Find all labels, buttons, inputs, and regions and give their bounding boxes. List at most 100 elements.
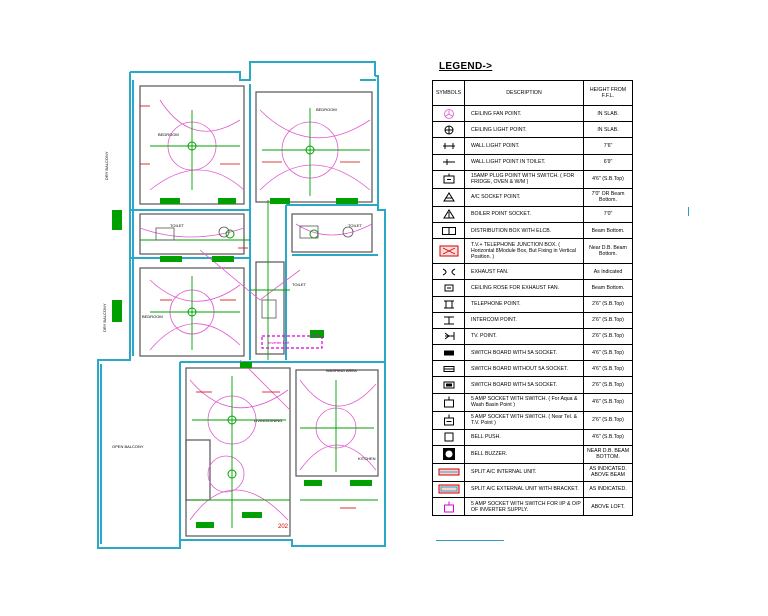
room-label-dry-balcony1: DRY BALCONY (104, 151, 109, 180)
legend-description: 5 AMP SOCKET WITH SWITCH FOR I/P & O/P O… (464, 497, 584, 516)
legend-description: WALL LIGHT POINT IN TOILET. (464, 153, 584, 171)
legend-description: SWITCH BOARD WITH 5A SOCKET. (464, 376, 584, 394)
legend-height: Beam Bottom. (583, 221, 633, 240)
socket-5a-aqua-icon (432, 392, 465, 412)
legend-height: ABOVE LOFT. (583, 497, 633, 516)
legend-row: SWITCH BOARD WITHOUT 5A SOCKET.4'6" (S.B… (432, 360, 633, 378)
floor-plan: BEDROOM BEDROOM BEDROOM TOILET TOILET TO… (97, 61, 386, 549)
wall-light-icon (432, 137, 465, 155)
legend-title: LEGEND-> (439, 61, 493, 72)
room-label-living: LIVING/DINING (254, 418, 282, 423)
blue-underline-mark (436, 540, 504, 541)
legend-row: T.V.+ TELEPHONE JUNCTION BOX. ( Horizont… (432, 238, 633, 265)
legend-description: EXHAUST FAN. (464, 263, 584, 281)
legend-height: Beam Bottom. (583, 279, 633, 297)
legend-row: CEILING FAN POINT.IN SLAB. (432, 104, 633, 123)
room-label-toilet1: TOILET (170, 223, 184, 228)
legend-header-symbols: SYMBOLS (432, 80, 465, 106)
legend-description: WALL LIGHT POINT. (464, 137, 584, 155)
legend-height: Near D.B. Beam Bottom. (583, 238, 633, 265)
legend-description: BOILER POINT SOCKET. (464, 205, 584, 223)
legend-row: WALL LIGHT POINT.7'6" (432, 137, 633, 155)
legend-description: 15AMP PLUG POINT WITH SWITCH. ( FOR FRID… (464, 169, 584, 189)
legend-height: AS INDICATED. (583, 480, 633, 499)
legend-row: BOILER POINT SOCKET.7'0" (432, 205, 633, 223)
legend-height: 2'6" (S.B.Top) (583, 295, 633, 313)
room-label-inverter-loft: Inverter Loft (268, 340, 290, 345)
room-label-toilet2: TOILET (348, 223, 362, 228)
tv-point-icon (432, 327, 465, 346)
ceiling-fan-symbols (187, 141, 319, 479)
room-label-bedroom1: BEDROOM (158, 132, 179, 137)
legend-description: SWITCH BOARD WITH 5A SOCKET. (464, 344, 584, 362)
legend-height: NEAR D.B. BEAM BOTTOM. (583, 444, 633, 464)
legend-height: 4'6" (S.B.Top) (583, 360, 633, 378)
legend-description: A/C SOCKET POINT. (464, 187, 584, 207)
legend-height: 7'0" (583, 205, 633, 223)
legend-height: IN SLAB. (583, 121, 633, 139)
split-ac-external-icon (432, 480, 465, 499)
telephone-icon (432, 295, 465, 313)
room-label-bedroom2: BEDROOM (316, 107, 337, 112)
blue-tick-mark (688, 207, 689, 216)
legend-table: SYMBOLS DESCRIPTION HEIGHT FROM F.F.L. C… (432, 80, 633, 516)
legend-description: INTERCOM POINT. (464, 311, 584, 329)
legend-row: SWITCH BOARD WITH 5A SOCKET.2'6" (S.B.To… (432, 376, 633, 394)
legend-header-height: HEIGHT FROM F.F.L. (583, 80, 633, 106)
legend-row: SPLIT A/C INTERNAL UNIT.AS INDICATED. AB… (432, 462, 633, 482)
switchboard-5a-icon (432, 344, 465, 362)
legend-row: 15AMP PLUG POINT WITH SWITCH. ( FOR FRID… (432, 169, 633, 189)
legend-row: A/C SOCKET POINT.7'0" OR Beam Bottom. (432, 187, 633, 207)
switchboard-5a-low-icon (432, 376, 465, 394)
legend-description: CEILING FAN POINT. (464, 104, 584, 123)
legend-description: CEILING LIGHT POINT. (464, 121, 584, 139)
plan-partitions (139, 85, 379, 537)
legend-row: 5 AMP SOCKET WITH SWITCH. ( For Aqua & W… (432, 392, 633, 412)
legend-row: WALL LIGHT POINT IN TOILET.6'9" (432, 153, 633, 171)
sanitary-fixtures (155, 225, 354, 319)
plug-15amp-icon (432, 169, 465, 189)
legend-description: SWITCH BOARD WITHOUT 5A SOCKET. (464, 360, 584, 378)
tv-telephone-box-icon (432, 238, 465, 265)
room-label-bedroom3: BEDROOM (142, 314, 163, 319)
legend-height: 6'9" (583, 153, 633, 171)
dimension-marks (140, 105, 360, 509)
room-label-dry-balcony2: DRY BALCONY (102, 303, 107, 332)
ceiling-rose-icon (432, 279, 465, 297)
legend-description: SPLIT A/C EXTERNAL UNIT WITH BRACKET. (464, 480, 584, 499)
ceiling-light-icon (432, 121, 465, 139)
legend-height: 2'6" (S.B.Top) (583, 376, 633, 394)
legend-description: BELL PUSH. (464, 428, 584, 446)
legend-row: 5 AMP SOCKET WITH SWITCH FOR I/P & O/P O… (432, 497, 633, 516)
legend-description: 5 AMP SOCKET WITH SWITCH. ( For Aqua & W… (464, 392, 584, 412)
legend-height: 4'6" (S.B.Top) (583, 344, 633, 362)
legend-row: TELEPHONE POINT.2'6" (S.B.Top) (432, 295, 633, 313)
door-number: 202 (278, 524, 289, 530)
legend-height: IN SLAB. (583, 104, 633, 123)
wall-light-toilet-icon (432, 153, 465, 171)
legend-height: 2'6" (S.B.Top) (583, 410, 633, 430)
legend-description: TELEPHONE POINT. (464, 295, 584, 313)
exhaust-fan-icon (432, 263, 465, 281)
intercom-icon (432, 311, 465, 329)
legend-description: 5 AMP SOCKET WITH SWITCH. ( Near Tel. & … (464, 410, 584, 430)
bell-buzzer-icon (432, 444, 465, 464)
legend-description: CEILING ROSE FOR EXHAUST FAN. (464, 279, 584, 297)
switchboard-no-socket-icon (432, 360, 465, 378)
legend-description: DISTRIBUTION BOX WITH ELCB. (464, 221, 584, 240)
legend-height: AS INDICATED. ABOVE BEAM (583, 462, 633, 482)
socket-5a-tel-icon (432, 410, 465, 430)
legend-height: 4'6" (S.B.Top) (583, 392, 633, 412)
split-ac-internal-icon (432, 462, 465, 482)
distribution-box-icon (432, 221, 465, 240)
circuit-lines (139, 99, 377, 521)
boiler-icon (432, 205, 465, 223)
room-label-kitchen: KITCHEN (358, 456, 376, 461)
legend-height: 4'6" (S.B.Top) (583, 428, 633, 446)
legend-description: SPLIT A/C INTERNAL UNIT. (464, 462, 584, 482)
legend-height: 4'6" (S.B.Top) (583, 169, 633, 189)
legend-height: 2'6" (S.B.Top) (583, 327, 633, 346)
legend-row: EXHAUST FAN.As Indicated (432, 263, 633, 281)
legend-row: 5 AMP SOCKET WITH SWITCH. ( Near Tel. & … (432, 410, 633, 430)
legend-row: SPLIT A/C EXTERNAL UNIT WITH BRACKET.AS … (432, 480, 633, 499)
